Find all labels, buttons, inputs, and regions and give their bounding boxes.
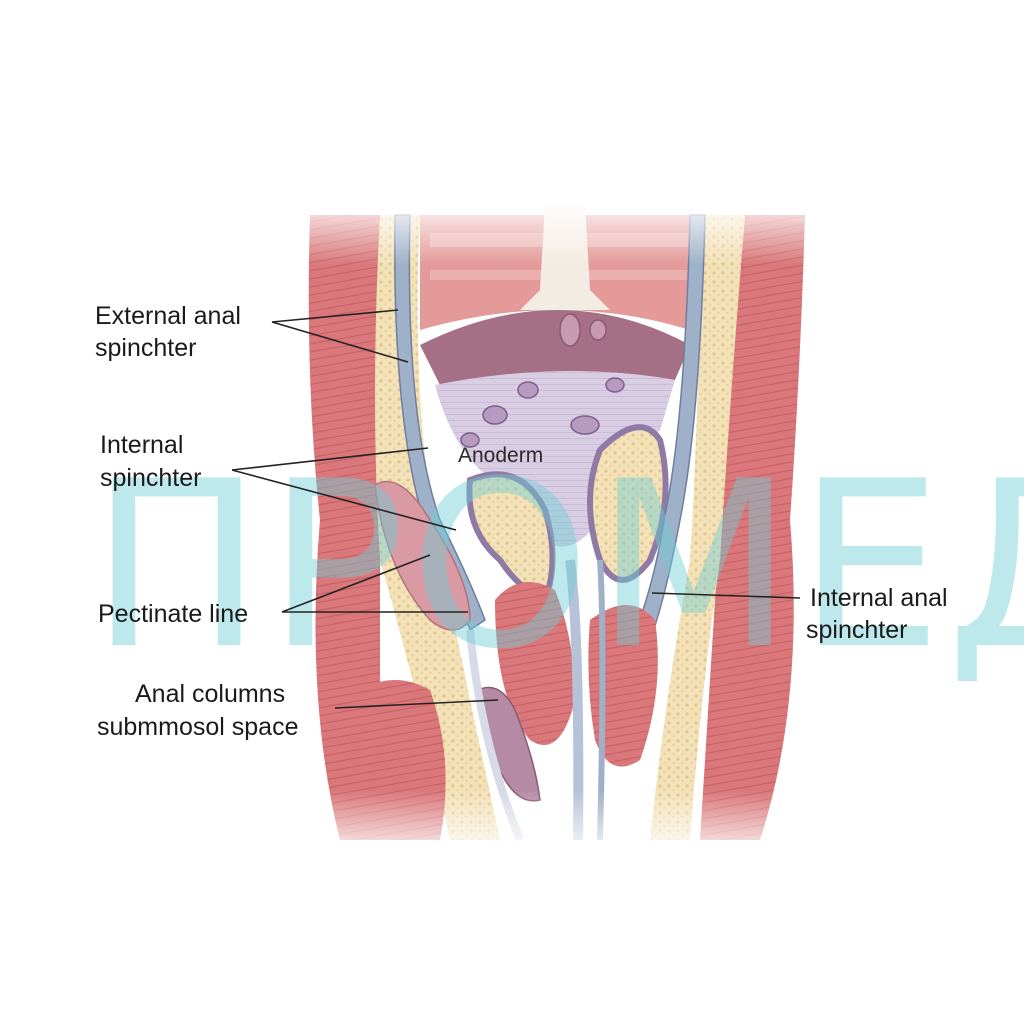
anal-column-fold-right [587,424,669,583]
label-external-anal-sphincter-1: External anal [95,302,241,330]
lower-sphincter-mass [495,582,575,745]
label-pectinate-line: Pectinate line [98,600,248,628]
label-internal-sphincter-2: spinchter [100,464,201,492]
rectal-lumen [420,310,690,385]
lower-sphincter-mass-right [588,605,658,767]
label-anal-columns-1: Anal columns [135,680,285,708]
leader-lines [231,309,801,709]
right-outer-muscle [700,215,805,840]
watermark: ПРОМЕД [90,433,1024,700]
label-external-anal-sphincter-2: spinchter [95,334,196,362]
label-anoderm: Anoderm [458,444,543,467]
left-outer-muscle [308,215,380,840]
right-fat-layer [650,215,745,840]
label-anal-columns-2: submmosol space [97,713,298,741]
label-internal-sphincter-1: Internal [100,431,183,459]
label-internal-anal-sphincter-2: spinchter [806,616,907,644]
label-internal-anal-sphincter-1: Internal anal [810,584,948,612]
